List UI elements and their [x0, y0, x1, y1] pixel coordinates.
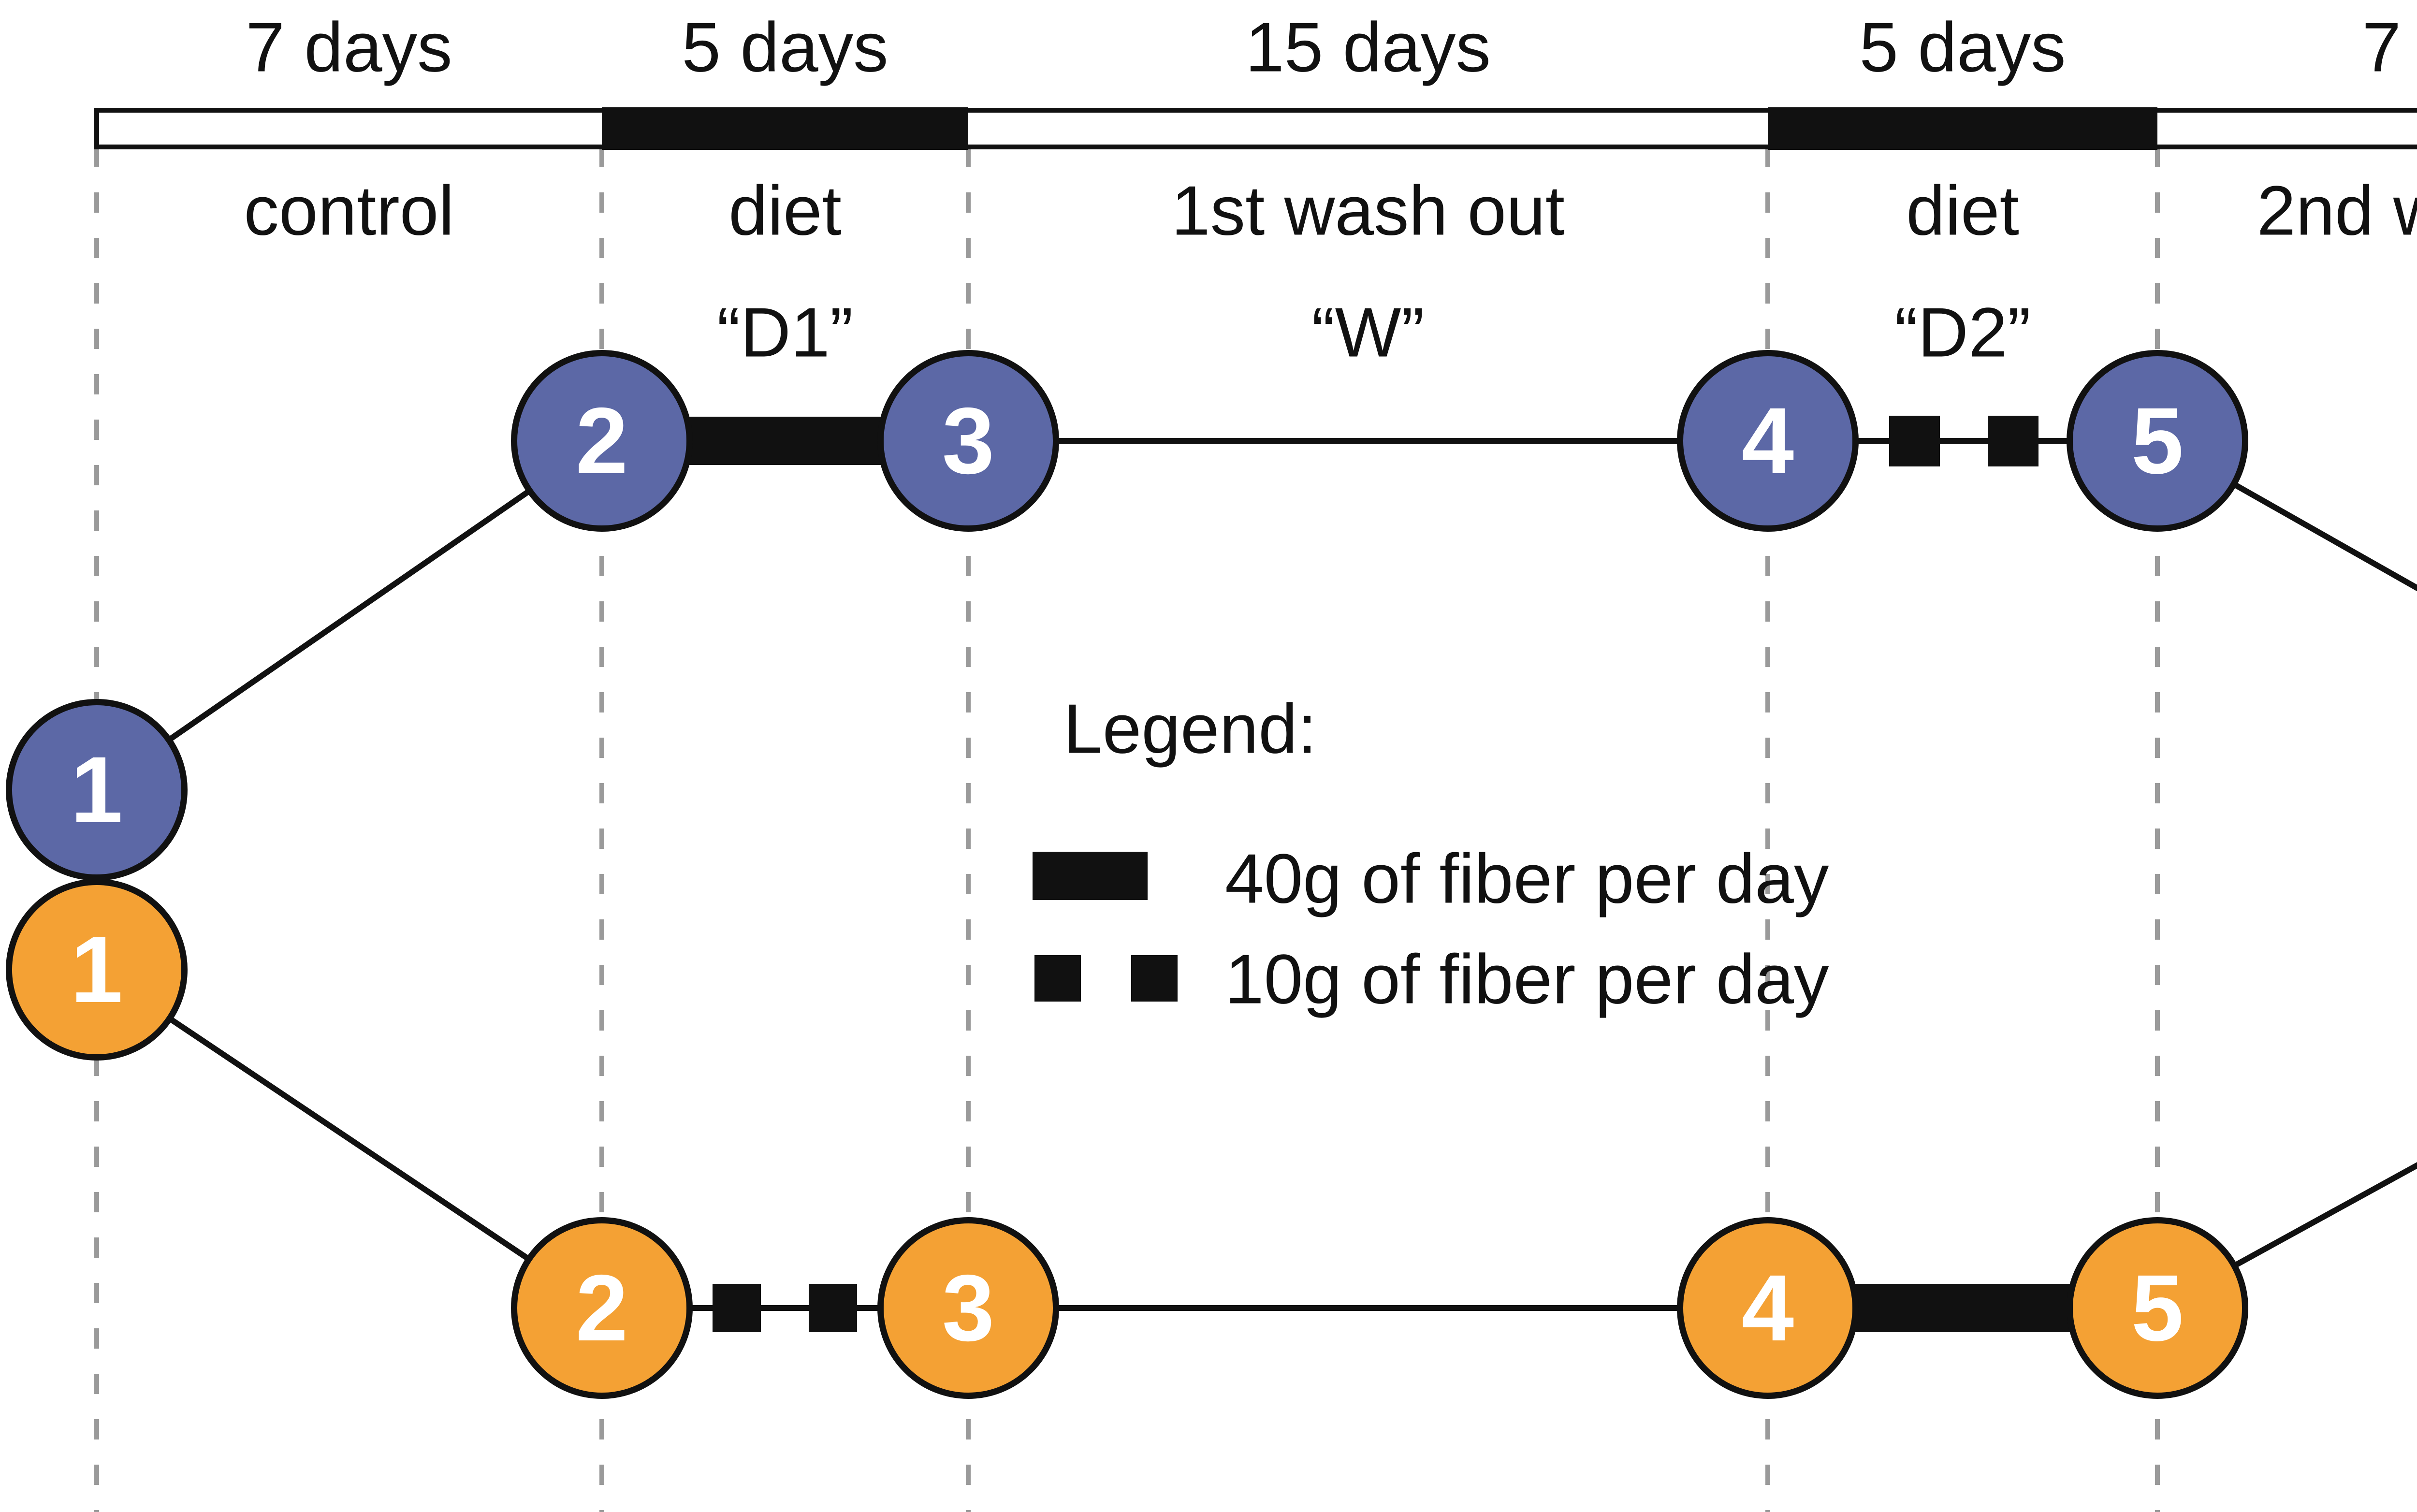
- phase-label-control: control: [244, 171, 454, 250]
- phase-label-washout1: 1st wash out: [1171, 171, 1565, 250]
- legend-10g-square-icon-a: [1034, 955, 1081, 1002]
- timeline-bar-diet2-segment: [1768, 107, 2157, 150]
- node-orange-1-label: 1: [70, 917, 123, 1022]
- code-label-w: “W”: [1311, 293, 1425, 372]
- duration-label-diet1: 5 days: [682, 8, 888, 87]
- node-orange-5: 5: [2067, 1217, 2248, 1399]
- legend-title: Legend:: [1063, 689, 1317, 768]
- node-blue-3-label: 3: [942, 388, 995, 494]
- node-orange-3-label: 3: [942, 1255, 995, 1361]
- phase-label-diet2: diet: [1906, 171, 2019, 250]
- node-blue-1: 1: [6, 699, 188, 881]
- legend-40g-solid-bar-icon: [1033, 852, 1148, 900]
- node-orange-4-label: 4: [1741, 1255, 1794, 1361]
- fiber-10g-square-blue-a: [1889, 416, 1940, 466]
- timeline-bar-diet1-segment: [602, 107, 968, 150]
- phase-label-diet1: diet: [728, 171, 842, 250]
- edge-orange-1-2: [95, 967, 604, 1310]
- duration-label-diet2: 5 days: [1859, 8, 2066, 87]
- node-blue-4-label: 4: [1741, 388, 1794, 494]
- legend-10g-square-icon-b: [1131, 955, 1178, 1002]
- code-label-d2: “D2”: [1894, 293, 2031, 372]
- node-blue-3: 3: [877, 350, 1059, 532]
- node-orange-3: 3: [877, 1217, 1059, 1399]
- node-orange-2-label: 2: [575, 1255, 628, 1361]
- node-blue-2: 2: [511, 350, 693, 532]
- fiber-10g-square-blue-b: [1988, 416, 2038, 466]
- node-orange-2: 2: [511, 1217, 693, 1399]
- node-orange-1: 1: [6, 879, 188, 1061]
- edge-blue-5-6: [2156, 438, 2417, 592]
- fiber-10g-square-orange-a: [713, 1284, 761, 1332]
- node-blue-5-label: 5: [2131, 388, 2184, 494]
- node-blue-5: 5: [2067, 350, 2248, 532]
- legend-40g-label: 40g of fiber per day: [1225, 839, 1829, 918]
- node-blue-1-label: 1: [70, 737, 123, 843]
- duration-label-control: 7 days: [246, 8, 452, 87]
- node-blue-4: 4: [1677, 350, 1859, 532]
- node-orange-5-label: 5: [2131, 1255, 2184, 1361]
- phase-label-washout2: 2nd wash out: [2257, 171, 2417, 250]
- duration-label-washout1: 15 days: [1245, 8, 1491, 87]
- fiber-10g-square-orange-b: [809, 1284, 857, 1332]
- duration-label-washout2: 7 days: [2362, 8, 2417, 87]
- edge-blue-1-2: [95, 438, 604, 792]
- legend-10g-label: 10g of fiber per day: [1225, 940, 1829, 1018]
- node-orange-4: 4: [1677, 1217, 1859, 1399]
- edge-orange-5-6: [2156, 1162, 2417, 1311]
- code-label-d1: “D1”: [717, 293, 853, 372]
- node-blue-2-label: 2: [575, 388, 628, 494]
